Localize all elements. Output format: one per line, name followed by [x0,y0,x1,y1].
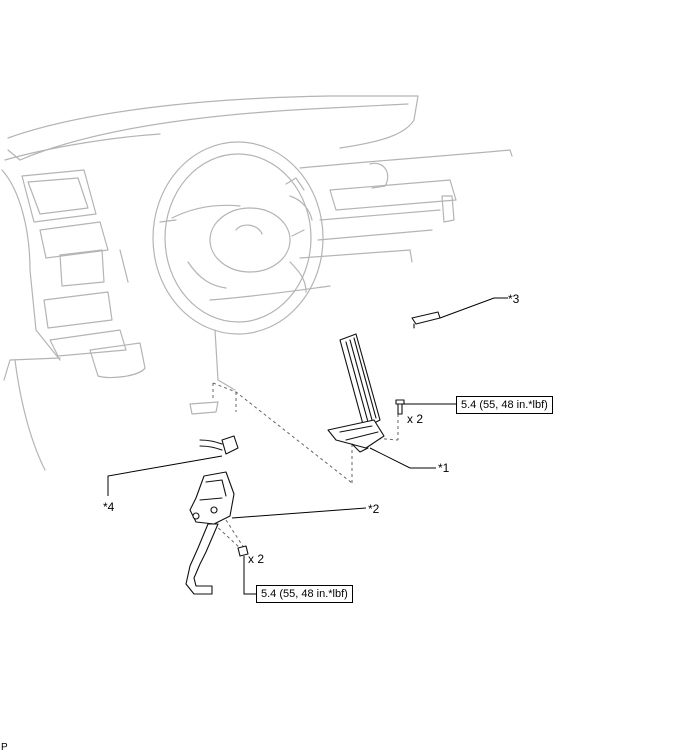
bolt-upper [395,399,405,415]
callout-part-3: *3 [508,292,520,306]
torque-spec-lower: 5.4 (55, 48 in.*lbf) [256,585,353,603]
connector [199,435,239,455]
quantity-lower: x 2 [248,552,265,566]
callout-part-1: *1 [438,461,450,475]
leader-lines [107,297,508,595]
accelerator-cover [411,311,441,329]
pedal-assembly [185,471,235,595]
dashboard-outline [1,95,513,471]
accelerator-pedal [327,333,385,453]
callout-part-4: *4 [103,500,115,514]
torque-spec-upper: 5.4 (55, 48 in.*lbf) [456,396,553,414]
callout-part-2: *2 [368,502,380,516]
illustration-code: P [1,742,8,753]
steering-wheel [152,141,324,335]
quantity-upper: x 2 [407,412,424,426]
nut-lower [237,545,249,557]
installation-guides [212,382,399,549]
